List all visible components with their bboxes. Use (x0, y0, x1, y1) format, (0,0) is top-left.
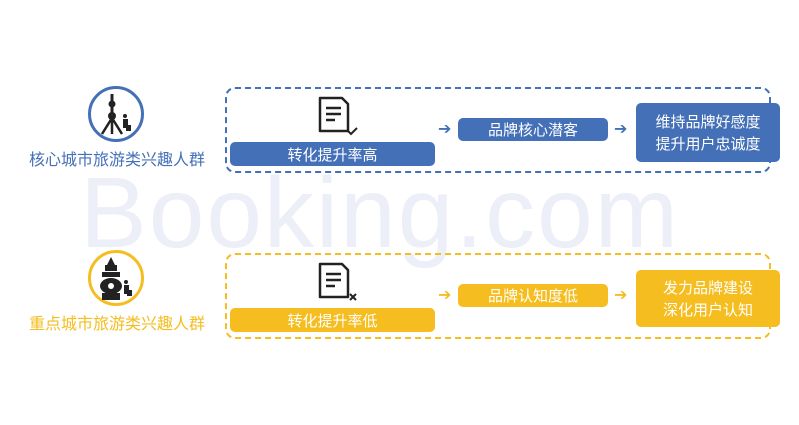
strategy-line: 维持品牌好感度 (655, 112, 761, 131)
segment-label: 核心城市旅游类兴趣人群 (28, 150, 205, 169)
watermark: Booking.com (80, 157, 681, 269)
conversion-pill: 转化提升率高 (230, 142, 435, 166)
status-pill: 品牌认知度低 (458, 284, 608, 307)
strategy-box: 维持品牌好感度 提升用户忠诚度 (636, 103, 780, 162)
document-x-icon (316, 261, 360, 307)
document-check-icon (316, 95, 360, 141)
strategy-line: 发力品牌建设 (662, 278, 753, 297)
arrow-right-icon: ➔ (614, 119, 628, 138)
segment-label: 重点城市旅游类兴趣人群 (28, 314, 205, 333)
arrow-right-icon: ➔ (438, 119, 452, 138)
conversion-pill: 转化提升率低 (230, 308, 435, 332)
oriental-pearl-tower-icon (88, 86, 144, 142)
strategy-box: 发力品牌建设 深化用户认知 (636, 270, 780, 327)
arrow-right-icon: ➔ (438, 285, 452, 304)
pagoda-icon (88, 250, 144, 306)
status-pill: 品牌核心潜客 (458, 118, 608, 141)
arrow-right-icon: ➔ (614, 285, 628, 304)
strategy-line: 深化用户认知 (662, 300, 753, 319)
strategy-line: 提升用户忠诚度 (655, 134, 761, 153)
